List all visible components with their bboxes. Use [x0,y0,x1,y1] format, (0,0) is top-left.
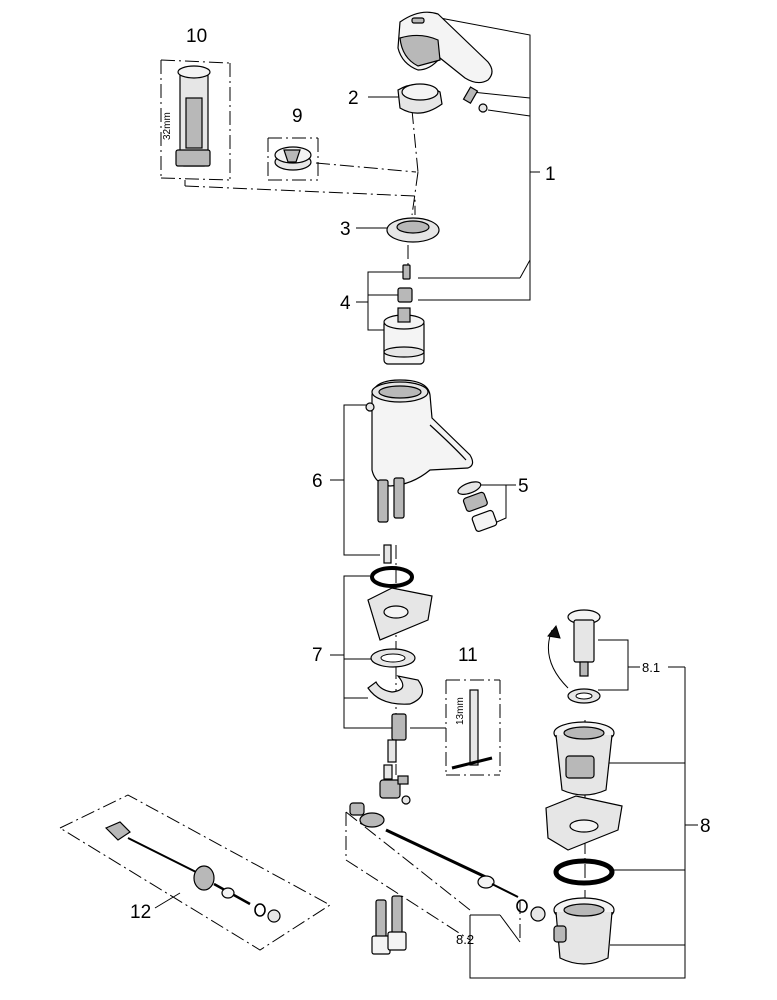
callout-10: 10 [186,26,207,47]
callout-8-2: 8.2 [456,932,474,947]
callout-12: 12 [130,902,151,923]
drain-plug-part [547,609,601,704]
drain-body-part [545,721,623,965]
cartridge-set-part [383,264,425,365]
popup-assembly-12 [104,821,281,923]
tool-9-frame [267,137,319,181]
callout-2: 2 [348,88,359,109]
tool-11-frame [445,679,501,776]
callout-5: 5 [518,476,529,497]
callout-4: 4 [340,293,351,314]
callout-9: 9 [292,106,303,127]
supply-hoses-part [371,895,407,955]
aerator-part [457,481,498,532]
dimension-label-32mm: 32mm [162,112,173,140]
callout-3: 3 [340,219,351,240]
cap-ring-part [397,83,443,114]
dimension-label-13mm: 13mm [455,697,466,725]
faucet-body-part [365,379,474,564]
key-tool-11 [451,689,493,770]
tool-12-frame [58,794,331,951]
leader-lines [154,17,698,979]
nut-part [386,217,440,243]
hex-tool-9 [274,146,312,171]
tool-10-frame [160,59,231,181]
callout-8-1: 8.1 [642,660,660,675]
popup-rod-part [349,764,546,922]
callout-11: 11 [458,645,478,666]
callout-8: 8 [700,816,711,837]
mounting-set-part [367,566,433,763]
callout-6: 6 [312,471,323,492]
wrench-tool-10 [175,65,211,167]
lever-handle-part [397,11,493,113]
callout-1: 1 [545,164,556,185]
callout-7: 7 [312,645,323,666]
